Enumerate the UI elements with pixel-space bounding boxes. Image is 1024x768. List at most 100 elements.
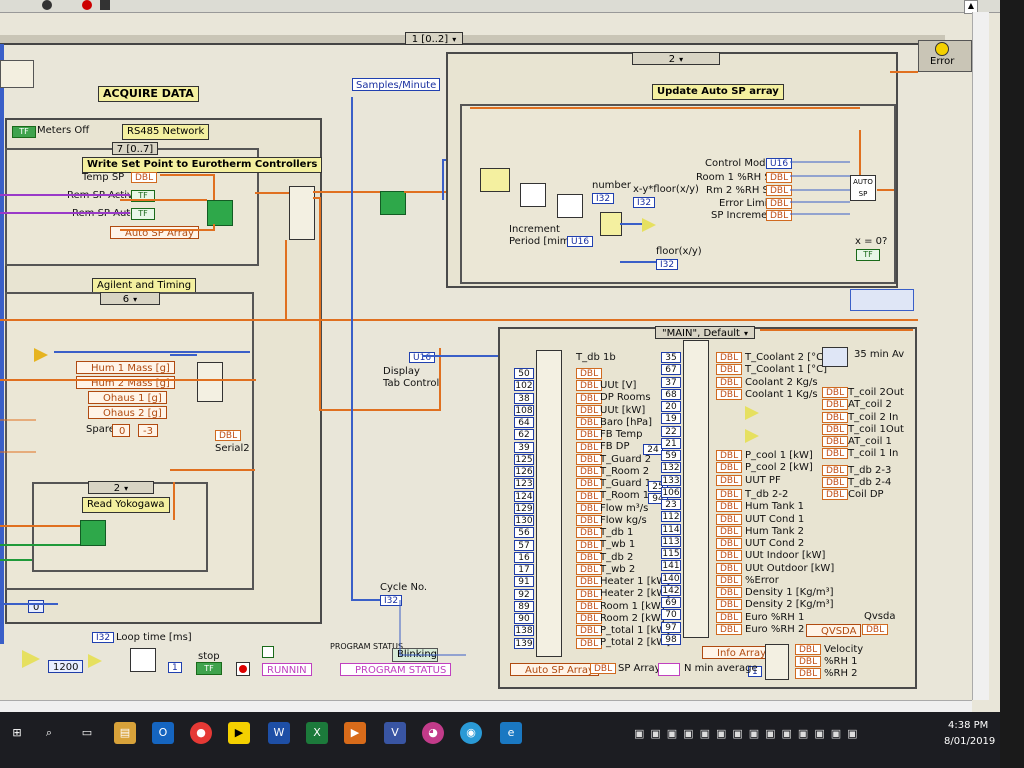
search-icon[interactable]: ⌕ (45, 726, 53, 739)
formula-node-1[interactable] (480, 168, 510, 192)
paint-icon[interactable]: ◕ (422, 722, 444, 744)
right-label: %Error (745, 574, 779, 586)
stop-terminal[interactable] (236, 662, 250, 676)
room1-sp-label: Room 1 %RH SP (696, 172, 777, 183)
spare-val1[interactable]: 0 (112, 424, 131, 437)
ohaus1[interactable]: Ohaus 1 [g] (88, 391, 167, 404)
task-view-icon[interactable]: ▭ (81, 726, 93, 739)
sp-array-dbl: DBL (590, 663, 617, 674)
right-index: 22 (661, 425, 681, 437)
chrome-icon[interactable]: ● (190, 722, 212, 744)
scroll-up-icon[interactable]: ▲ (964, 0, 978, 14)
pause-icon[interactable] (100, 0, 110, 10)
display-tab-control-u16[interactable]: U16 (409, 352, 436, 363)
labview-icon[interactable]: ▶ (228, 722, 250, 744)
tab-control-label: Tab Control (383, 378, 440, 389)
formula-node-3[interactable] (557, 194, 583, 218)
control-mode-u16[interactable]: U16 (766, 158, 793, 169)
rem-sp-auto-bool[interactable]: TF (131, 208, 155, 220)
compare-node (642, 218, 656, 232)
chart-icon[interactable] (822, 347, 848, 367)
error-limit-dbl[interactable]: DBL (766, 198, 793, 209)
period-u16[interactable]: U16 (567, 236, 594, 247)
excel-icon[interactable]: X (306, 722, 328, 744)
far-label: AT_coil 2 (848, 399, 892, 411)
left-dbl: DBL (576, 404, 603, 416)
run-icon[interactable] (42, 0, 52, 10)
windows-start-icon[interactable]: ⊞ (12, 726, 22, 739)
yokogawa-case-selector[interactable]: 2▾ (88, 481, 154, 494)
cycle-no-i32: I32 (380, 595, 403, 606)
app-icon[interactable]: ◉ (460, 722, 482, 744)
left-label: T_db 1 (600, 527, 634, 538)
right-dbl: DBL (716, 562, 743, 574)
top-case-selector[interactable]: 1 [0..2]▾ (405, 32, 463, 45)
left-label: Heater 1 [kW] (600, 576, 671, 587)
auto-sp-array-main[interactable]: Auto SP Array (510, 663, 599, 676)
left-label: T_Room 1 (600, 490, 650, 502)
spare-val2[interactable]: -3 (138, 424, 158, 437)
eurotherm-write-subvi[interactable] (207, 200, 233, 226)
clock-date[interactable]: 8/01/2019 (944, 736, 996, 747)
media-icon[interactable]: ▶ (344, 722, 366, 744)
runnin-constant[interactable]: RUNNIN (262, 663, 312, 676)
left-label: Room 1 [kW] (600, 600, 665, 612)
left-dbl: DBL (576, 527, 603, 539)
right-label: UUt Outdoor [kW] (745, 562, 835, 574)
room1-sp-dbl[interactable]: DBL (766, 172, 793, 183)
wait-icon[interactable] (130, 648, 156, 672)
formula-node-2[interactable] (520, 183, 546, 207)
hum1-mass[interactable]: Hum 1 Mass [g] (76, 361, 175, 374)
right-dbl: DBL (716, 388, 743, 400)
main-case-selector[interactable]: "MAIN", Default▾ (655, 326, 755, 339)
right-dbl: DBL (716, 525, 743, 537)
word-icon[interactable]: W (268, 722, 290, 744)
auto-sp-subvi[interactable]: AUTO SP (850, 175, 876, 201)
right-dbl: DBL (716, 538, 743, 549)
agilent-case-selector[interactable]: 6▾ (100, 292, 160, 305)
green-subvi-middle[interactable] (380, 191, 406, 215)
loop-time-label: Loop time [ms] (116, 632, 192, 643)
n-min-avg-ind[interactable] (658, 663, 680, 676)
n1200-control[interactable]: 1200 (48, 660, 84, 673)
right-mini-cluster (850, 289, 914, 311)
qvsda-control[interactable]: QVSDA (806, 624, 862, 637)
sp-increment-dbl[interactable]: DBL (766, 210, 793, 221)
right-label: Euro %RH 2 (745, 623, 805, 635)
clock-time[interactable]: 4:38 PM (948, 720, 989, 731)
left-dbl: DBL (576, 551, 603, 563)
horizontal-scrollbar[interactable] (0, 700, 972, 712)
one-control[interactable]: 1 (748, 666, 762, 677)
vertical-scrollbar[interactable] (972, 12, 989, 700)
right-index: 133 (661, 474, 681, 486)
file-explorer-icon[interactable]: ▤ (114, 722, 136, 744)
right-index: 69 (661, 597, 681, 608)
edge-icon[interactable]: e (500, 722, 522, 744)
samples-per-minute[interactable]: Samples/Minute (352, 78, 441, 91)
right-dbl: DBL (716, 364, 743, 376)
system-tray-icons[interactable]: ▣▣▣▣▣▣▣▣▣▣▣▣▣▣ (634, 727, 864, 740)
yokogawa-subvi[interactable] (80, 520, 106, 546)
right-index: 112 (661, 511, 681, 523)
right-index: 35 (661, 352, 681, 363)
left-label: Flow m³/s (600, 502, 649, 514)
green-r-icon[interactable] (262, 646, 274, 658)
update-case-selector[interactable]: 2▾ (632, 52, 720, 65)
ohaus2[interactable]: Ohaus 2 [g] (88, 406, 167, 419)
outlook-icon[interactable]: O (152, 722, 174, 744)
right-dbl: DBL (716, 376, 743, 388)
far-dbl: DBL (822, 464, 849, 476)
stop-icon[interactable] (82, 0, 92, 10)
error-label: Error (930, 56, 955, 67)
visio-icon[interactable]: V (384, 722, 406, 744)
period-label: Period [mim] (509, 236, 574, 247)
meters-off-bool[interactable]: TF (12, 126, 36, 138)
left-index: 91 (514, 576, 534, 588)
mid-index: 94 (648, 493, 668, 504)
left-index: 50 (514, 368, 534, 379)
right-index: 140 (661, 572, 681, 584)
rs485-case-selector[interactable]: 7 [0..7]▾ (112, 142, 158, 167)
right-label: UUt Indoor [kW] (745, 550, 826, 562)
velocity-label: Velocity (824, 644, 864, 655)
stop-bool[interactable]: TF (196, 662, 222, 675)
